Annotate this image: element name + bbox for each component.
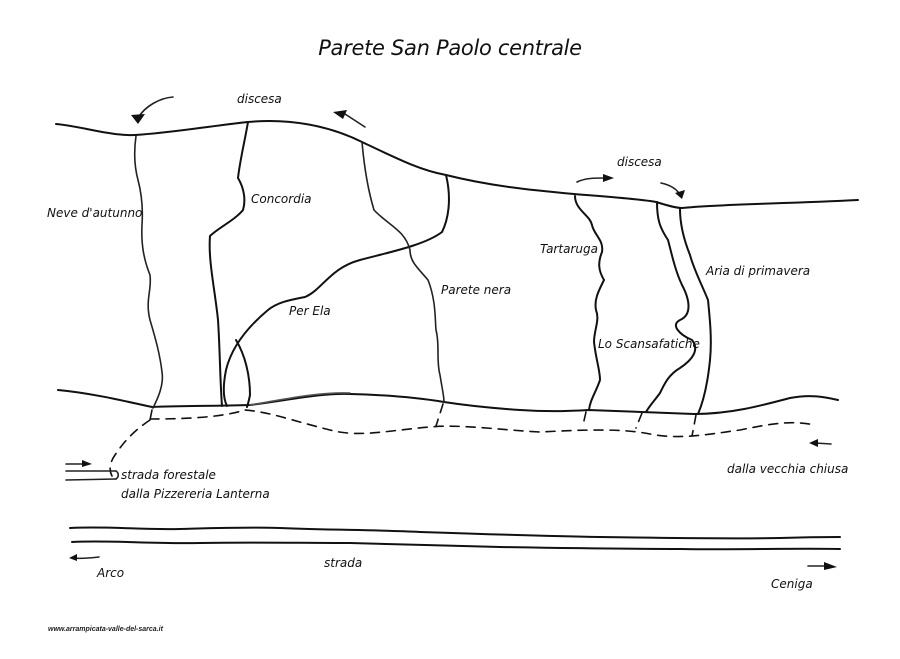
route-label-per-ela[interactable]: Per Ela [289,304,331,318]
route-line-concordia [208,121,249,407]
old-gate-label: dalla vecchia chiusa [727,462,849,476]
wall-base-line [57,389,839,415]
arrow-left-icon [809,439,818,447]
descent-label-left: discesa [237,92,282,106]
road-destination-ceniga: Ceniga [771,577,813,591]
arrow-left-icon [69,554,77,561]
route-label-neve-dautunno[interactable]: Neve d'autunno [47,206,143,220]
descent-arrow-right-1-line [576,177,606,183]
arco-arrow-line [73,556,100,560]
curved-arrow-icon [675,190,685,199]
arrow-left-icon [333,110,347,119]
route-line-per-ela-loop [235,339,251,408]
route-line-tartaruga [574,195,605,411]
route-line-neve-dautunno [133,135,164,409]
wall-base-faint [249,392,351,406]
road-destination-arco: Arco [97,566,125,580]
forest-road-label: strada forestale [121,468,216,482]
approach-connector-5 [691,414,697,437]
route-label-lo-scansafatiche[interactable]: Lo Scansafatiche [598,337,700,351]
route-label-concordia[interactable]: Concordia [251,192,312,206]
route-line-per-ela [222,174,450,407]
route-label-tartaruga[interactable]: Tartaruga [540,242,598,256]
arrow-right-icon [824,562,837,570]
website-credit[interactable]: www.arrampicata-valle-del-sarca.it [48,626,163,633]
route-line-aria-di-primavera [679,208,712,415]
page-title: Parete San Paolo centrale [318,36,582,60]
approach-connector-1 [149,409,153,421]
arrow-right-icon [603,174,614,182]
main-road-bottom [71,540,841,551]
descent-label-right: discesa [617,155,662,169]
forest-road-stub-end [115,470,120,480]
curved-arrow-icon [131,114,145,124]
descent-arrow-top-line [344,113,366,128]
approach-path-dashed [149,409,816,438]
road-label: strada [324,556,363,570]
approach-connector-3 [582,411,587,426]
route-label-parete-nera[interactable]: Parete nera [441,283,512,297]
route-label-aria-di-primavera[interactable]: Aria di primavera [706,264,811,278]
route-line-parete-nera [361,141,445,403]
approach-connector-4 [635,412,643,429]
cliff-top-edge [55,119,859,209]
forest-road-origin-label: dalla Pizzereria Lanterna [121,487,270,501]
approach-connector-2 [435,403,444,427]
forest-road-stub-bottom [65,478,117,481]
arrow-right-icon [82,460,92,467]
route-line-lo-scansafatiche [645,201,697,413]
main-road-top [69,526,841,540]
